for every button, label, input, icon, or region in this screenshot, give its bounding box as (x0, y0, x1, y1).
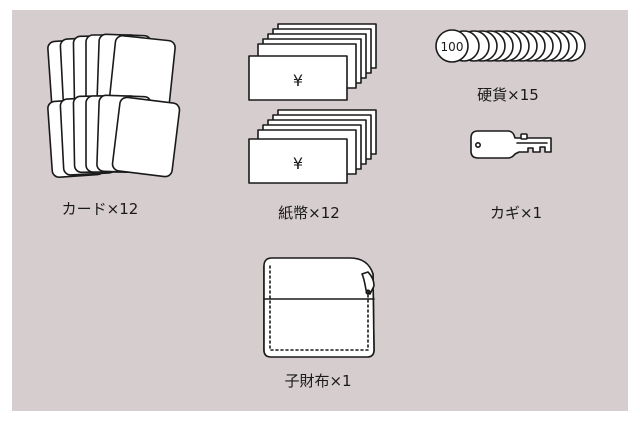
inventory-illustrations: ¥ ¥ 100 (47, 23, 586, 358)
card-stack-bottom (47, 94, 181, 179)
wallet-label: 子財布×1 (284, 372, 352, 390)
bills-label: 紙幣×12 (278, 204, 340, 222)
yen-symbol-bottom: ¥ (293, 154, 303, 173)
wallet-icon (263, 257, 375, 358)
key-icon (470, 130, 552, 159)
inventory-panel: ¥ ¥ 100 (12, 10, 628, 411)
bill-stack-bottom: ¥ (248, 109, 377, 184)
cards-label: カード×12 (61, 200, 139, 218)
yen-symbol-top: ¥ (293, 71, 303, 90)
key-label: カギ×1 (489, 204, 543, 222)
coin-row: 100 (435, 29, 586, 63)
bill-stack-top: ¥ (248, 23, 377, 101)
coins-label: 硬貨×15 (477, 86, 539, 104)
coin-face-value: 100 (441, 40, 464, 54)
